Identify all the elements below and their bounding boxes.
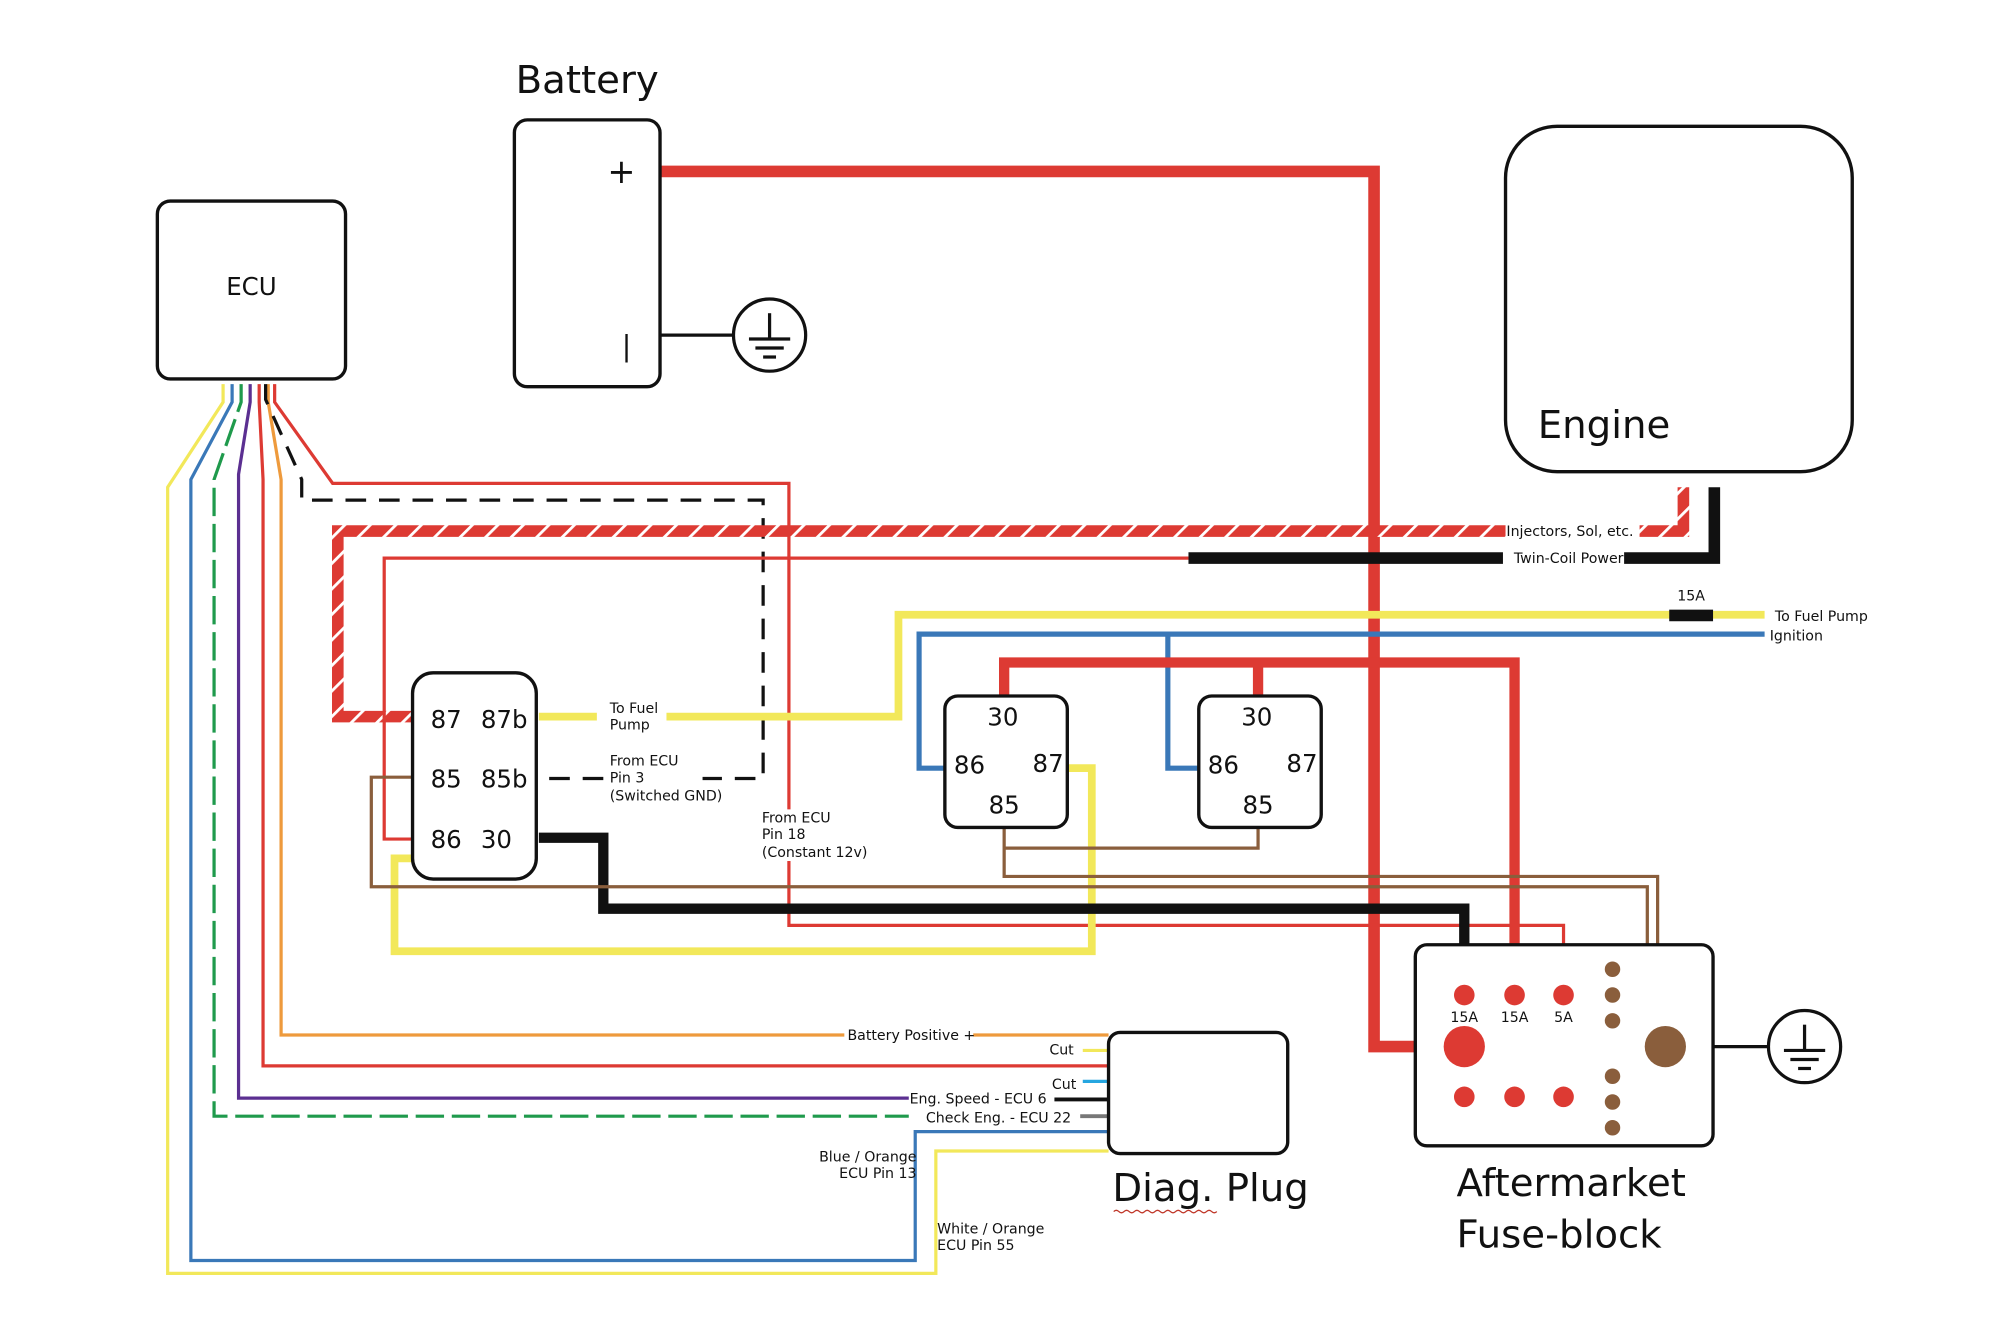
diag-plug: Diag. Plug — [1106, 1030, 1309, 1214]
ecu: ECU — [155, 199, 348, 381]
relay-fuel-pump-label-2: Pump — [610, 718, 650, 734]
cut-label-2: Cut — [1052, 1077, 1077, 1093]
relay-b-pin-85: 85 — [1242, 790, 1273, 819]
ecu-wire-orange — [266, 384, 1109, 1037]
relay-b-pin-87: 87 — [1286, 749, 1317, 778]
ecu-wire-black-pin3 — [264, 384, 765, 781]
white-orange-label-1: White / Orange — [937, 1221, 1044, 1237]
ecu-pin3-label-1: From ECU — [610, 754, 679, 770]
fuse-rating: 5A — [1554, 1010, 1573, 1026]
ecu-pin18-label-2: Pin 18 — [762, 827, 806, 843]
ground-terminal — [1604, 1094, 1621, 1110]
blue-orange-label-2: ECU Pin 13 — [839, 1166, 916, 1182]
battery-negative-terminal: | — [622, 330, 632, 363]
wires — [166, 165, 1769, 1276]
battery-positive-terminal: + — [607, 152, 635, 191]
ecu-pin18-label-3: (Constant 12v) — [762, 845, 868, 861]
ground-terminal — [1604, 1068, 1621, 1084]
engine: Engine — [1503, 124, 1854, 474]
fuel-pump-fuse-label: 15A — [1677, 589, 1705, 605]
relay-main: 87 87b 85 85b 86 30 — [410, 671, 538, 881]
fuel-pump-fuse — [1669, 609, 1714, 622]
relay-b-pin-86: 86 — [1208, 750, 1239, 779]
check-eng-label: Check Eng. - ECU 22 — [926, 1111, 1071, 1127]
ground-terminal — [1604, 1120, 1621, 1136]
injectors-wire — [332, 487, 1690, 723]
ground-terminal — [1604, 1013, 1621, 1029]
battery: Battery + | — [512, 58, 662, 389]
relay-30-black-wire — [538, 832, 1470, 988]
fuse-rating: 15A — [1501, 1010, 1529, 1026]
diag-plug-label: Diag. Plug — [1112, 1166, 1308, 1211]
fuel-pump-wire — [538, 610, 1765, 721]
twin-coil-wire — [1188, 487, 1721, 564]
battery-label: Battery — [516, 58, 659, 103]
fuse-rating: 15A — [1450, 1010, 1478, 1026]
ecu-wire-purple — [236, 384, 909, 1100]
ignition-label: Ignition — [1770, 629, 1823, 645]
ecu-pin3-label-2: Pin 3 — [610, 770, 645, 786]
fuse-block: 15A 15A 5A Aftermarket Fuse-block — [1413, 943, 1715, 1258]
fuse-block-label-line1: Aftermarket — [1457, 1161, 1686, 1206]
relay-86-red-wire — [382, 556, 1189, 841]
relay-a-pin-30: 30 — [987, 703, 1018, 732]
main-power-stud — [1443, 1025, 1485, 1068]
to-fuel-pump-label: To Fuel Pump — [1774, 609, 1868, 625]
ecu-pin18-label-1: From ECU — [762, 810, 831, 826]
battery-positive-label: Battery Positive + — [847, 1028, 975, 1044]
relay-b-pin-30: 30 — [1241, 703, 1272, 732]
fuse-terminal — [1553, 1086, 1574, 1108]
fuse-terminal — [1504, 984, 1525, 1006]
relay-a-pin-85: 85 — [989, 790, 1020, 819]
relay-a: 30 86 87 85 — [943, 694, 1069, 830]
ground-terminal — [1604, 987, 1621, 1003]
spellcheck-underline — [1113, 1209, 1218, 1214]
ecu-label: ECU — [226, 272, 276, 301]
ecu-wire-green — [212, 384, 909, 1118]
relay-main-pin-87: 87 — [431, 705, 462, 734]
wire-labels: Injectors, Sol, etc. Twin-Coil Power 15A… — [609, 524, 1868, 1254]
relay-30-red-bus — [999, 657, 1520, 989]
white-orange-label-2: ECU Pin 55 — [937, 1238, 1014, 1254]
battery-ground-icon — [731, 297, 808, 373]
relay-main-pin-85b: 85b — [481, 765, 528, 794]
relay-a-pin-86: 86 — [954, 750, 985, 779]
fuse-terminal — [1504, 1086, 1525, 1108]
injectors-label: Injectors, Sol, etc. — [1506, 524, 1633, 540]
relay-87-yellow-wire — [390, 764, 1096, 956]
relay-b: 30 86 87 85 — [1197, 694, 1323, 830]
relay-a-pin-87: 87 — [1033, 749, 1064, 778]
eng-speed-label: Eng. Speed - ECU 6 — [910, 1091, 1047, 1107]
cut-label-1: Cut — [1049, 1042, 1074, 1058]
relay-main-pin-86: 86 — [431, 825, 462, 854]
ecu-wire-yellow — [166, 384, 1109, 1276]
ground-terminal — [1604, 961, 1621, 977]
relay-main-pin-85: 85 — [431, 765, 462, 794]
ground-stud — [1644, 1025, 1686, 1068]
relay-main-pin-30: 30 — [481, 825, 512, 854]
ignition-wire — [916, 631, 1765, 771]
relay-main-pin-87b: 87b — [481, 705, 528, 734]
fuse-terminal — [1453, 984, 1475, 1006]
fuse-block-ground-icon — [1766, 1008, 1843, 1085]
fuse-terminal — [1453, 1086, 1475, 1108]
twin-coil-label: Twin-Coil Power — [1513, 551, 1624, 567]
ecu-wire-red — [257, 384, 1109, 1068]
ecu-wire-blue — [189, 384, 1109, 1263]
fuse-terminal — [1553, 984, 1574, 1006]
fuse-block-label-line2: Fuse-block — [1457, 1213, 1663, 1258]
blue-orange-label-1: Blue / Orange — [819, 1149, 916, 1165]
ecu-pin3-label-3: (Switched GND) — [610, 788, 723, 804]
engine-label: Engine — [1538, 403, 1671, 448]
relay-fuel-pump-label-1: To Fuel — [609, 701, 658, 717]
